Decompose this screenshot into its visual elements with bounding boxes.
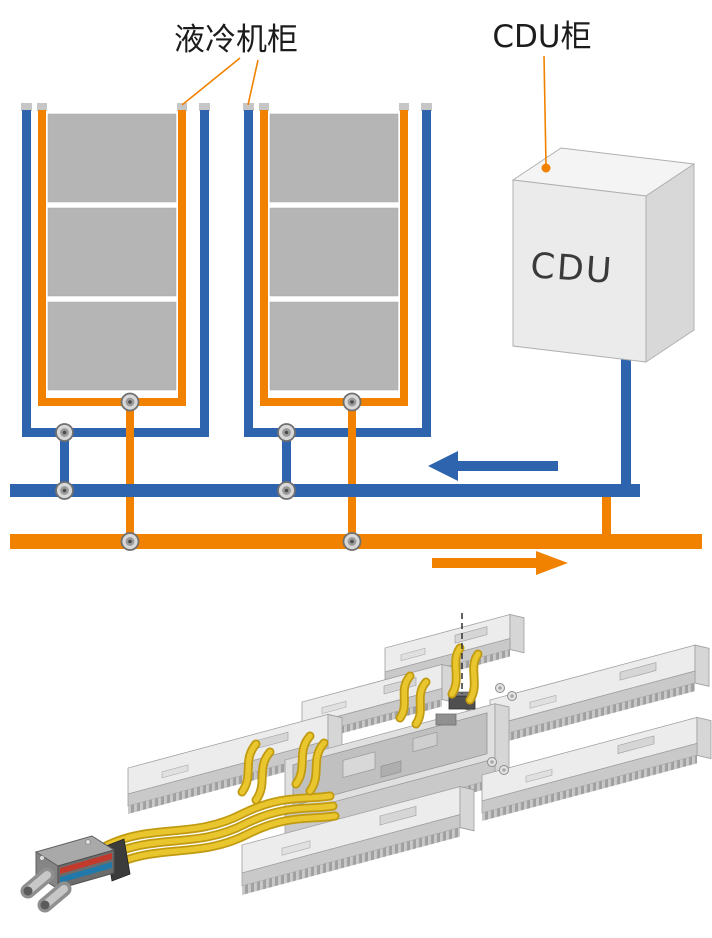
valve-icon (55, 481, 74, 500)
callouts: 液冷机柜 CDU柜 (174, 19, 592, 165)
quick-connector (20, 835, 131, 913)
cabinet-leader-line (181, 57, 241, 106)
return-main-pipe (10, 484, 640, 497)
valve-icon (120, 532, 140, 551)
connector-barrel-icon (20, 867, 55, 899)
cdu-leader-line (543, 55, 547, 165)
server-module (489, 644, 710, 746)
coolant-tube (237, 643, 483, 805)
connector-blue-stripe (60, 862, 112, 883)
connector-red-stripe (60, 853, 112, 874)
cdu-leader-dot (541, 163, 551, 173)
cabinet-leader-line (247, 59, 259, 106)
server-module (241, 786, 475, 895)
server-blade-illustration (20, 613, 712, 913)
server-module (481, 716, 712, 821)
cdu-callout-label: CDU柜 (492, 19, 591, 55)
cabinet-callout-label: 液冷机柜 (174, 22, 298, 58)
liquid-cooling-cabinet-1 (21, 103, 210, 538)
insert-socket (435, 713, 457, 726)
cdu-connection-pipes (602, 357, 631, 540)
flow-arrow-right-icon (432, 551, 568, 575)
flow-arrow-left-icon (428, 451, 558, 481)
cdu-box-label: CDU (529, 246, 615, 292)
valve-icon (342, 532, 362, 551)
server-module (127, 713, 343, 814)
cdu-box: CDU (511, 147, 696, 363)
coolant-tube-bundle (97, 791, 340, 873)
connector-barrel-icon (37, 881, 72, 913)
liquid-cooling-cabinet-2 (243, 103, 432, 538)
valve-icon (277, 481, 296, 500)
coolant-tubes (97, 643, 483, 873)
